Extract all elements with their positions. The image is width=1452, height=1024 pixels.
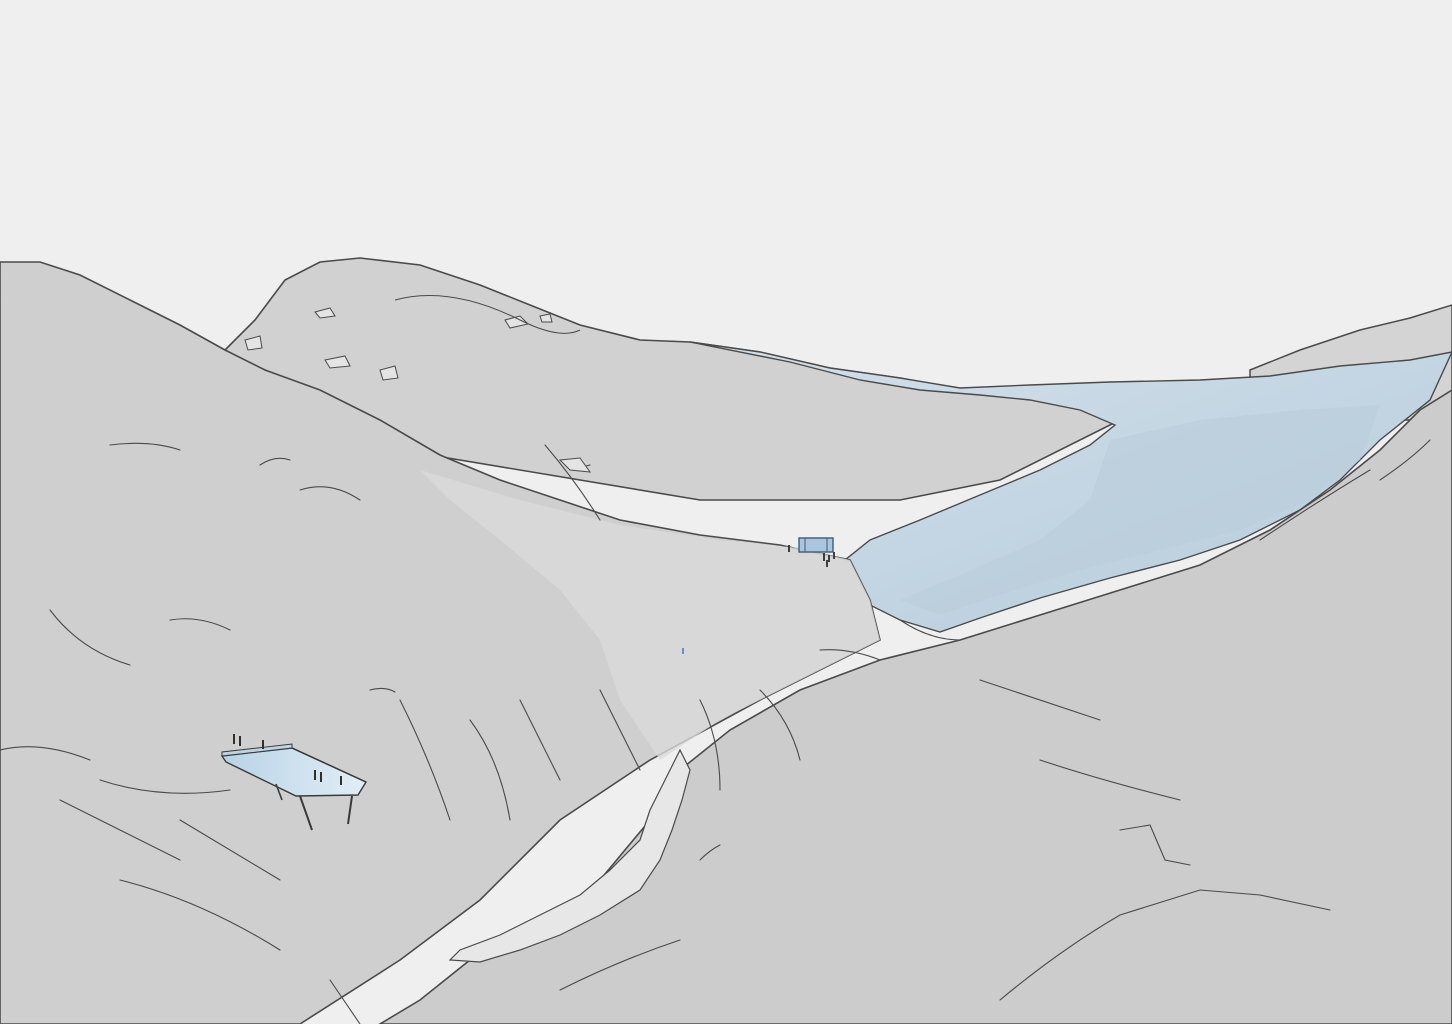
stream bbox=[448, 748, 691, 963]
visitors bbox=[788, 545, 835, 567]
valley-floor bbox=[420, 470, 880, 760]
summit-ridge-line bbox=[394, 295, 581, 334]
platform-visitors bbox=[233, 734, 342, 785]
far-shelter-building bbox=[798, 537, 834, 553]
glass-viewing-platform bbox=[220, 734, 368, 831]
small-blue-marker bbox=[682, 648, 684, 654]
left-hillside bbox=[0, 261, 881, 1024]
contour-lines bbox=[0, 439, 1431, 1024]
lake-shade bbox=[900, 405, 1380, 615]
summit-patches bbox=[244, 307, 592, 473]
